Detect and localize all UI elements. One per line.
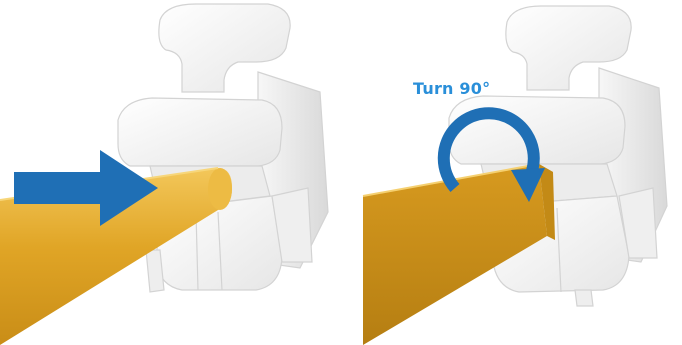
turn-90-label: Turn 90° (413, 79, 490, 98)
rotate-wire-panel: Turn 90° (341, 0, 682, 345)
bracket-with-rectangular-wire-illustration (341, 0, 682, 345)
insert-wire-panel (0, 0, 341, 345)
bracket-with-round-wire-illustration (0, 0, 341, 345)
